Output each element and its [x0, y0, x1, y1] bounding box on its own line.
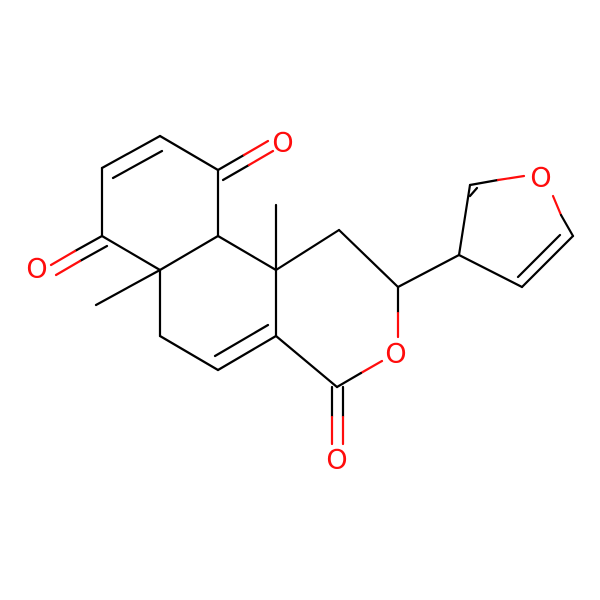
bond: [213, 323, 270, 358]
bond: [216, 153, 246, 172]
furan-ring: [396, 174, 575, 289]
bond: [274, 334, 339, 389]
bond: [221, 163, 251, 182]
lactone-ring: [274, 228, 400, 389]
bond: [158, 234, 220, 272]
bond: [516, 233, 562, 279]
bond: [158, 334, 220, 372]
lactone-carbonyl: [330, 385, 345, 446]
bond: [520, 234, 575, 289]
bond: [337, 228, 400, 289]
bond: [78, 244, 109, 263]
bond: [551, 194, 563, 217]
oxygen-atom-label: O: [530, 163, 551, 194]
bond: [468, 178, 500, 187]
bond: [216, 234, 278, 272]
enedione-ring: [100, 134, 220, 272]
bond: [359, 359, 384, 375]
bond: [54, 259, 82, 277]
bond: [49, 249, 77, 267]
bond: [158, 134, 220, 172]
oxygen-atom-label: O: [326, 445, 347, 476]
bond: [111, 149, 164, 180]
bond: [496, 174, 526, 182]
bond: [216, 334, 278, 372]
bond: [335, 371, 363, 389]
bond: [457, 253, 524, 289]
bond: [457, 183, 472, 257]
oxygen-atom-label: O: [272, 128, 293, 159]
bond: [396, 253, 461, 289]
bond: [468, 186, 479, 198]
bond: [559, 213, 575, 238]
ketone-top: [216, 139, 275, 182]
bond: [73, 234, 104, 253]
ketone-left: [49, 234, 109, 277]
oxygen-atom-label: O: [385, 339, 406, 370]
bond: [242, 139, 270, 157]
methyl-groups: [94, 203, 278, 307]
bond: [100, 134, 162, 170]
oxygen-atom-label: O: [26, 254, 47, 285]
bond: [247, 149, 275, 167]
bond: [94, 268, 162, 307]
cyclohexene-ring: [158, 234, 278, 372]
bond: [274, 228, 341, 272]
bond: [100, 234, 162, 272]
